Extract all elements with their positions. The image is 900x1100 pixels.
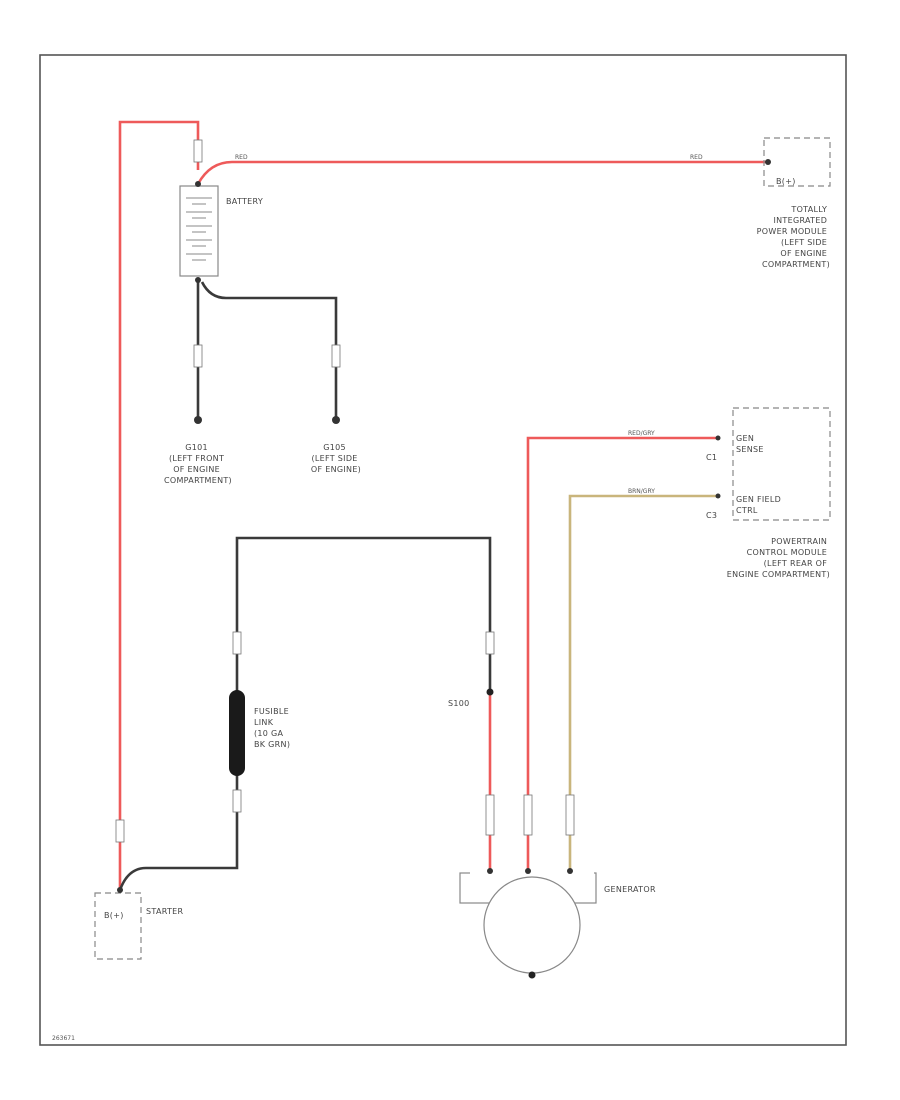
ground-g105-label: G105 (LEFT SIDE OF ENGINE)	[311, 443, 361, 474]
splice-s100	[486, 688, 494, 696]
starter-connector	[94, 892, 142, 960]
pcm-label: POWERTRAIN CONTROL MODULE (LEFT REAR OF …	[727, 537, 830, 579]
wire-label-red-a: RED	[235, 154, 248, 161]
tipm-connector	[763, 137, 831, 187]
wire-marker	[485, 631, 495, 655]
wire-label-red-b: RED	[690, 154, 703, 161]
tipm-pin-label: B(+)	[776, 177, 796, 186]
pcm-c3-function: GEN FIELD CTRL	[736, 495, 784, 515]
pcm-c1-function: GEN SENSE	[736, 434, 764, 454]
tipm-label: TOTALLY INTEGRATED POWER MODULE (LEFT SI…	[757, 205, 830, 269]
ground-g101	[194, 416, 202, 424]
ground-g101-label: G101 (LEFT FRONT OF ENGINE COMPARTMENT)	[164, 443, 232, 485]
wire-starter-to-fusible-link	[118, 536, 492, 891]
wire-battery-to-g105	[200, 281, 338, 418]
tipm-pin	[765, 159, 771, 165]
wire-label-field: BRN/GRY	[628, 488, 655, 495]
starter-pin-label: B(+)	[104, 911, 124, 920]
starter-pin	[117, 887, 123, 893]
fusible-link	[229, 690, 245, 776]
wire-marker	[115, 819, 125, 843]
pcm-c1-pin: C1	[706, 453, 717, 462]
fusible-link-label: FUSIBLE LINK (10 GA BK GRN)	[254, 707, 292, 749]
wire-marker	[485, 794, 495, 836]
wire-marker	[232, 631, 242, 655]
pcm-pin-c3	[715, 493, 721, 499]
wire-marker	[523, 794, 533, 836]
wire-gen-field	[568, 494, 718, 870]
pcm-connector	[732, 407, 831, 521]
battery	[179, 181, 219, 283]
starter-label: STARTER	[146, 907, 184, 916]
diagram-frame	[39, 54, 847, 1046]
wire-marker	[565, 794, 575, 836]
wire-marker	[331, 344, 341, 368]
pcm-c3-pin: C3	[706, 511, 717, 520]
generator-label: GENERATOR	[604, 885, 656, 894]
generator	[459, 868, 597, 979]
battery-label: BATTERY	[226, 197, 263, 206]
ground-g105	[332, 416, 340, 424]
wire-marker	[193, 344, 203, 368]
splice-label: S100	[448, 699, 470, 708]
pcm-pin-c1	[715, 435, 721, 441]
wire-marker	[232, 789, 242, 813]
wire-battery-to-tipm	[196, 160, 768, 185]
diagram-code: 263671	[52, 1035, 75, 1042]
wire-label-sense: RED/GRY	[628, 430, 655, 437]
wire-marker	[193, 139, 203, 163]
wire-gen-sense	[526, 436, 718, 870]
